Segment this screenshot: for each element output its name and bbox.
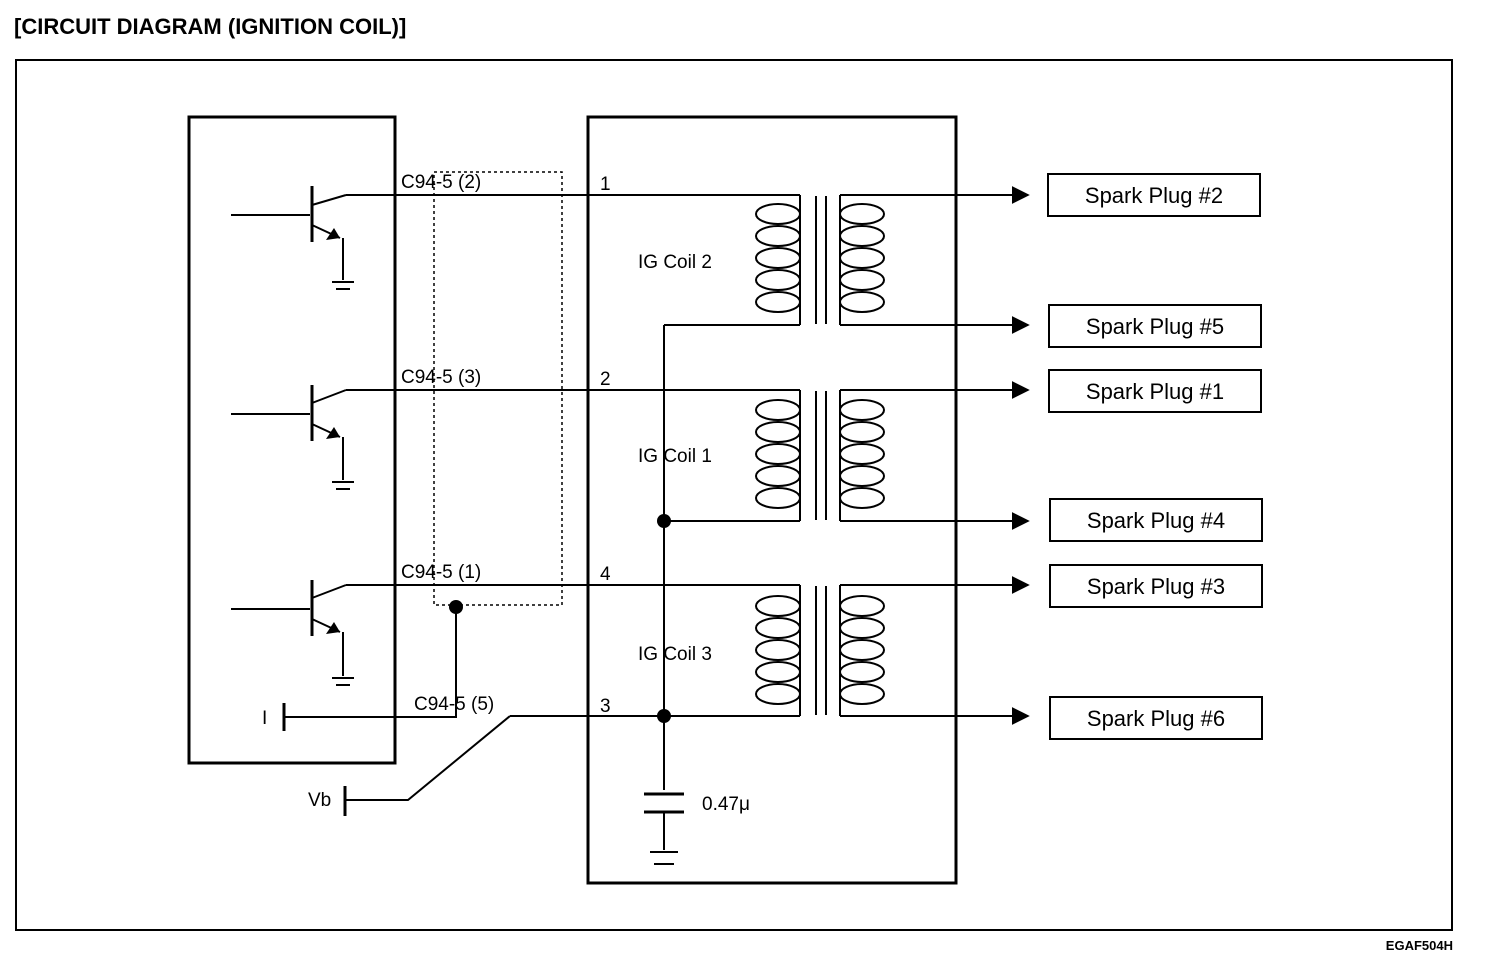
spark-plug-2-label: Spark Plug #2	[1085, 183, 1223, 208]
ig-coil-1-windings	[755, 389, 885, 522]
ecm-box	[187, 115, 397, 765]
connector-pin-3-label: C94-5 (3)	[401, 367, 481, 388]
spark-plug-1-box: Spark Plug #1	[1048, 369, 1262, 413]
junction-dot-upper	[657, 514, 671, 528]
capacitor-label: 0.47μ	[702, 794, 750, 815]
spark-plug-3-box: Spark Plug #3	[1049, 564, 1263, 608]
spark-plug-1-label: Spark Plug #1	[1086, 379, 1224, 404]
ig-coil-2-label: IG Coil 2	[638, 252, 712, 273]
capacitor-symbol	[644, 792, 684, 865]
connector-pin-5-label: C94-5 (5)	[414, 694, 494, 715]
i-label: I	[262, 708, 267, 729]
connector-dashed-box	[433, 171, 563, 606]
spark-plug-5-box: Spark Plug #5	[1048, 304, 1262, 348]
connector-pin-2-label: C94-5 (2)	[401, 172, 481, 193]
spark-plug-4-label: Spark Plug #4	[1087, 508, 1225, 533]
diagram-title: [CIRCUIT DIAGRAM (IGNITION COIL)]	[14, 14, 406, 39]
ig-coil-2-windings	[755, 194, 885, 326]
ig-coil-3-windings	[755, 584, 885, 717]
junction-dot-connector	[449, 600, 463, 614]
vb-wire	[345, 715, 511, 801]
transistor-1	[231, 186, 354, 290]
connector-pin-1-label: C94-5 (1)	[401, 562, 481, 583]
spark-plug-5-label: Spark Plug #5	[1086, 314, 1224, 339]
spark-plug-2-box: Spark Plug #2	[1047, 173, 1261, 217]
terminal-1-label: 1	[600, 174, 611, 195]
ig-coil-1-label: IG Coil 1	[638, 446, 712, 467]
spark-plug-6-box: Spark Plug #6	[1049, 696, 1263, 740]
terminal-2-label: 2	[600, 369, 611, 390]
terminal-4-label: 4	[600, 564, 611, 585]
spark-plug-3-label: Spark Plug #3	[1087, 574, 1225, 599]
coil-pack-box	[586, 115, 958, 885]
vb-label: Vb	[308, 790, 331, 811]
spark-plug-6-label: Spark Plug #6	[1087, 706, 1225, 731]
junction-dot-lower	[657, 709, 671, 723]
ig-coil-3-label: IG Coil 3	[638, 644, 712, 665]
terminal-3-label: 3	[600, 696, 611, 717]
i-wire	[284, 607, 457, 718]
outer-frame	[15, 59, 1453, 931]
figure-code: EGAF504H	[1386, 938, 1453, 953]
spark-plug-4-box: Spark Plug #4	[1049, 498, 1263, 542]
transistor-3	[231, 580, 354, 686]
transistor-2	[231, 385, 354, 490]
